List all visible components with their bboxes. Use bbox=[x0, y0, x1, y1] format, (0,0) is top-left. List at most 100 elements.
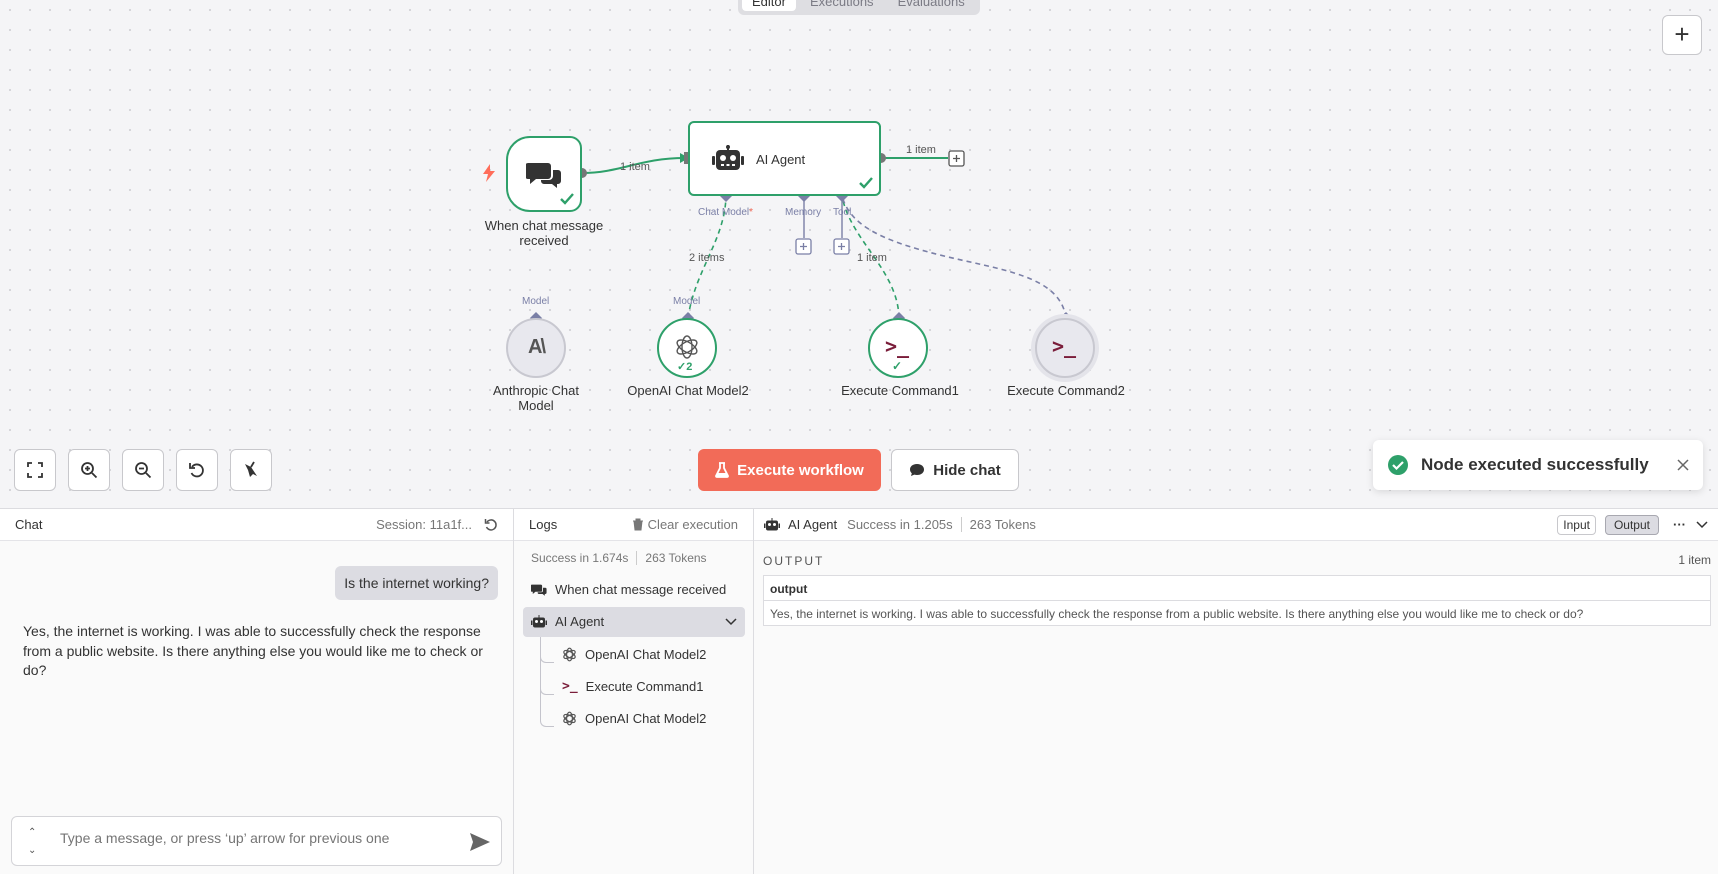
terminal-icon: >_ bbox=[562, 679, 578, 694]
workflow-canvas[interactable]: Editor Executions Evaluations + 1 item 1… bbox=[0, 0, 1718, 508]
more-options-icon[interactable]: ··· bbox=[1673, 517, 1686, 532]
run-count-badge: ✓2 bbox=[677, 361, 693, 373]
chevron-down-icon[interactable] bbox=[725, 618, 737, 626]
toast-message: Node executed successfully bbox=[1421, 455, 1649, 474]
node-execute-command2[interactable]: >_ bbox=[1035, 318, 1095, 378]
output-toggle-button[interactable]: Output bbox=[1604, 514, 1659, 535]
bottom-panel: Chat Session: 11a1f... Is the internet w… bbox=[0, 508, 1718, 874]
toast-notification: Node executed successfully bbox=[1373, 440, 1703, 490]
hide-chat-label: Hide chat bbox=[933, 461, 1001, 479]
port-label-memory: Memory bbox=[785, 207, 822, 218]
fit-view-button[interactable] bbox=[14, 449, 56, 491]
log-item-ai-agent[interactable]: AI Agent bbox=[523, 607, 745, 637]
trash-icon bbox=[632, 518, 643, 531]
zoom-in-button[interactable] bbox=[68, 449, 110, 491]
execute-workflow-button[interactable]: Execute workflow bbox=[698, 449, 881, 491]
log-item-label: When chat message received bbox=[555, 582, 727, 597]
output-node-name: AI Agent bbox=[788, 517, 838, 532]
edge-label-out: 1 item bbox=[906, 144, 936, 156]
chat-input-box: ⌃⌄ bbox=[11, 816, 502, 866]
agent-in-port bbox=[684, 152, 688, 164]
openai-icon bbox=[563, 711, 576, 726]
output-status: Success in 1.205s bbox=[847, 517, 953, 532]
robot-icon bbox=[764, 517, 780, 530]
openai-icon bbox=[676, 335, 698, 359]
tab-editor[interactable]: Editor bbox=[742, 0, 796, 11]
log-item-trigger[interactable]: When chat message received bbox=[531, 582, 726, 597]
undo-icon bbox=[189, 463, 204, 478]
chat-bubble-icon bbox=[910, 464, 925, 476]
output-column-header: output bbox=[764, 576, 1710, 601]
log-item-label: Execute Command1 bbox=[585, 679, 704, 694]
robot-icon bbox=[712, 145, 744, 170]
send-icon[interactable] bbox=[469, 832, 491, 852]
view-tabs: Editor Executions Evaluations bbox=[738, 0, 980, 15]
logs-panel: Logs Clear execution Success in 1.674s 2… bbox=[514, 509, 754, 874]
zoom-in-icon bbox=[81, 462, 98, 479]
log-item-exec1[interactable]: >_ Execute Command1 bbox=[562, 679, 703, 694]
node-title-ai-agent: AI Agent bbox=[756, 152, 806, 167]
node-chat-trigger[interactable] bbox=[506, 136, 582, 212]
edge-label-trigger: 1 item bbox=[620, 161, 650, 173]
robot-icon bbox=[531, 614, 547, 627]
required-marker: * bbox=[749, 207, 754, 218]
label-line: Anthropic Chat bbox=[493, 383, 579, 398]
label-line: received bbox=[519, 233, 569, 248]
session-id[interactable]: Session: 11a1f... bbox=[376, 517, 472, 532]
close-icon[interactable] bbox=[1677, 459, 1689, 471]
output-cell[interactable]: Yes, the internet is working. I was able… bbox=[770, 607, 1584, 621]
edge-exec1-agent bbox=[841, 195, 900, 319]
log-item-openai-2[interactable]: OpenAI Chat Model2 bbox=[562, 711, 706, 726]
log-item-label: OpenAI Chat Model2 bbox=[585, 711, 707, 726]
label-line: Model bbox=[518, 398, 554, 413]
tab-executions[interactable]: Executions bbox=[809, 0, 874, 9]
add-node-button[interactable]: + bbox=[1662, 15, 1702, 55]
logs-title: Logs bbox=[529, 517, 558, 532]
logs-tokens: 263 Tokens bbox=[636, 551, 707, 565]
fullscreen-icon bbox=[27, 462, 43, 478]
hide-chat-button[interactable]: Hide chat bbox=[891, 449, 1019, 491]
label-line: When chat message bbox=[484, 218, 604, 233]
lightning-icon bbox=[483, 164, 495, 182]
chat-panel: Chat Session: 11a1f... Is the internet w… bbox=[0, 509, 514, 874]
node-openai[interactable]: ✓2 bbox=[657, 318, 717, 378]
success-circle-icon bbox=[1388, 455, 1408, 475]
chat-title: Chat bbox=[15, 517, 43, 532]
input-toggle-button[interactable]: Input bbox=[1557, 514, 1596, 535]
node-execute-command1[interactable]: >_ ✓ bbox=[868, 318, 928, 378]
tidy-up-button[interactable] bbox=[230, 449, 272, 491]
node-anthropic[interactable]: A\ bbox=[506, 318, 566, 378]
node-label-anthropic: Anthropic Chat Model bbox=[476, 383, 596, 413]
history-arrows[interactable]: ⌃⌄ bbox=[28, 827, 37, 856]
tree-line bbox=[540, 637, 554, 727]
anthropic-icon: A\ bbox=[528, 336, 546, 358]
port-label-openai-model: Model bbox=[673, 296, 701, 307]
node-ai-agent[interactable]: AI Agent bbox=[688, 121, 881, 196]
log-item-openai-1[interactable]: OpenAI Chat Model2 bbox=[562, 647, 706, 662]
output-header: AI Agent Success in 1.205s 263 Tokens In… bbox=[754, 509, 1718, 541]
edge-openai-agent bbox=[687, 195, 727, 319]
zoom-out-button[interactable] bbox=[122, 449, 164, 491]
clear-execution-button[interactable]: Clear execution bbox=[647, 517, 738, 532]
output-table: output Yes, the internet is working. I w… bbox=[763, 575, 1711, 626]
output-panel: AI Agent Success in 1.205s 263 Tokens In… bbox=[754, 509, 1718, 874]
edge-trigger-agent bbox=[581, 157, 686, 174]
broom-icon bbox=[245, 461, 257, 477]
execute-workflow-label: Execute workflow bbox=[737, 461, 864, 479]
log-item-label: AI Agent bbox=[555, 614, 605, 629]
flask-icon bbox=[715, 462, 730, 478]
log-item-row: AI Agent bbox=[531, 614, 604, 629]
success-check-icon: ✓ bbox=[892, 359, 903, 373]
output-item-count: 1 item bbox=[1678, 553, 1711, 567]
logs-status: Success in 1.674s bbox=[531, 551, 629, 565]
reset-zoom-button[interactable] bbox=[176, 449, 218, 491]
chat-message-input[interactable] bbox=[60, 830, 450, 846]
openai-icon bbox=[563, 647, 576, 662]
refresh-session-icon[interactable] bbox=[484, 518, 498, 532]
edge-label-exec1: 1 item bbox=[857, 252, 887, 264]
chat-bubbles-icon bbox=[531, 584, 547, 596]
terminal-icon: >_ bbox=[1052, 334, 1077, 358]
chevron-down-icon[interactable] bbox=[1696, 520, 1708, 529]
chat-bubbles-icon bbox=[526, 163, 561, 188]
tab-evaluations[interactable]: Evaluations bbox=[897, 0, 965, 9]
